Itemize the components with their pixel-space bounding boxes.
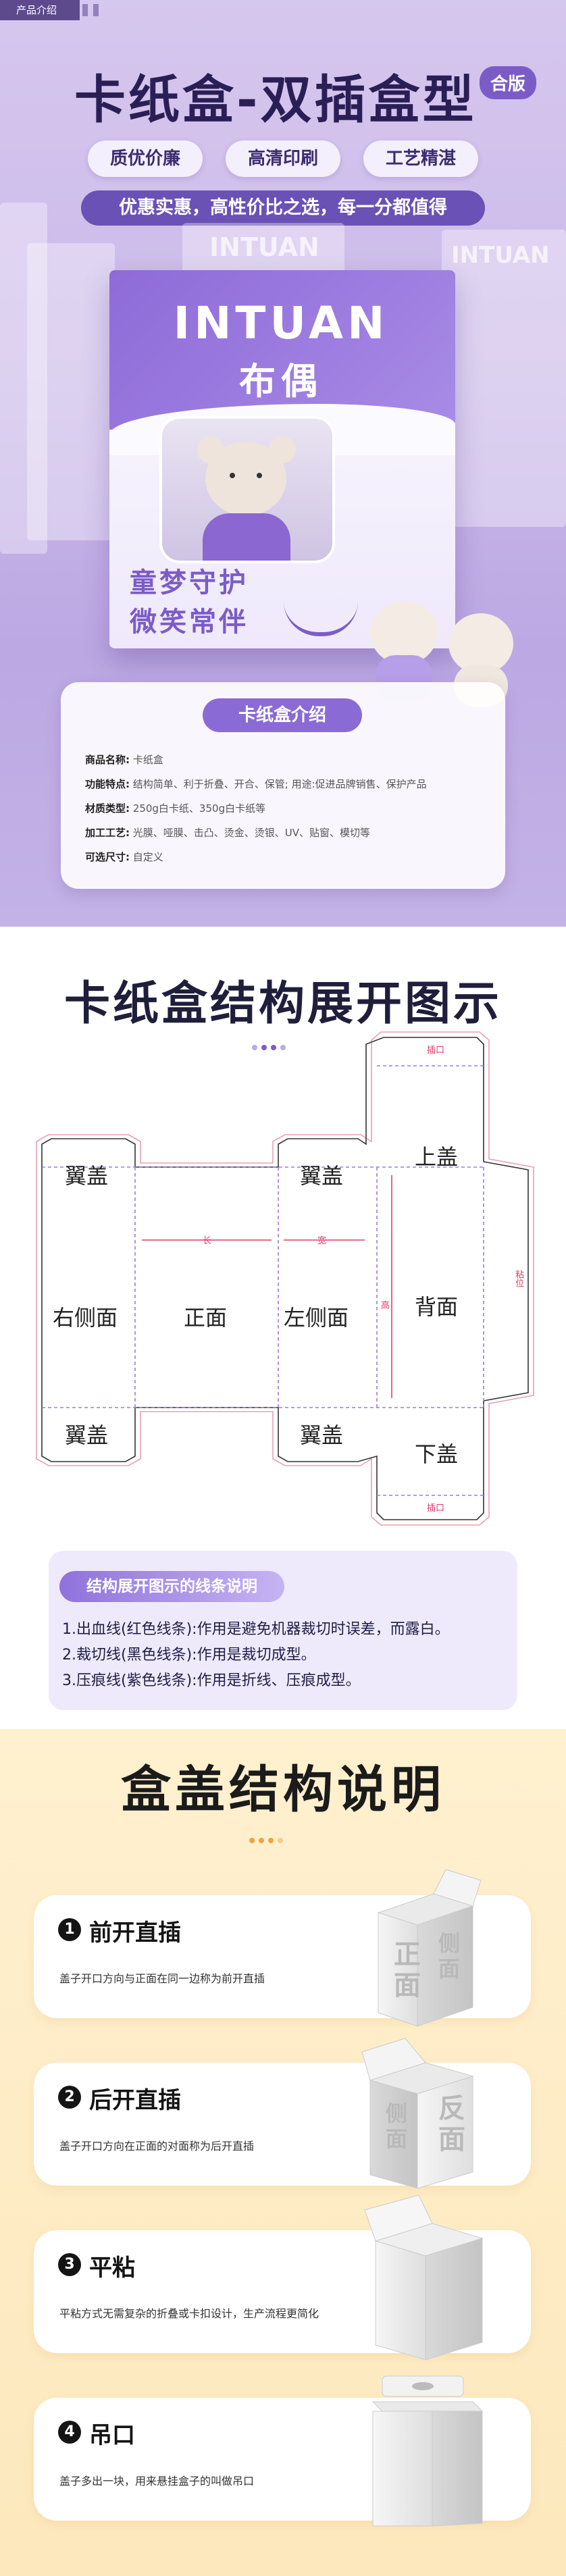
lid-desc: 盖子开口方向在正面的对面称为后开直插 <box>59 2140 255 2153</box>
combo-badge: 合版 <box>480 66 537 99</box>
background-box-text: INTUAN <box>209 232 319 262</box>
box-face-label: 反面 <box>434 2094 465 2156</box>
page-title: 卡纸盒-双插盒型 <box>74 70 477 130</box>
lid-number: 2 <box>58 2086 81 2109</box>
box-brand: INTUAN <box>173 297 389 349</box>
tag-decoration <box>82 4 104 16</box>
panel-back: 背面 <box>415 1294 459 1320</box>
panel-left-side: 左侧面 <box>284 1305 349 1331</box>
title-dots <box>250 1040 304 1050</box>
hero-section: 产品介绍 卡纸盒-双插盒型 合版 质优价廉 高清印刷 工艺精湛 优惠实惠，高性价… <box>0 0 566 927</box>
lid-section-title: 盒盖结构说明 <box>121 1761 445 1819</box>
dim-width: 宽 <box>317 1236 327 1246</box>
feature-pill-2: 高清印刷 <box>226 140 340 177</box>
box-window <box>159 416 335 563</box>
panel-top-lid: 上盖 <box>415 1144 459 1170</box>
background-box <box>27 243 115 540</box>
info-row-material: 材质类型: 250g白卡纸、350g白卡纸等 <box>85 802 266 815</box>
info-row-size: 可选尺寸: 自定义 <box>85 851 163 863</box>
panel-wing-bottom-right: 翼盖 <box>300 1422 344 1448</box>
dim-length: 长 <box>203 1236 212 1246</box>
lid-desc: 盖子开口方向与正面在同一边称为前开直插 <box>59 1972 265 1985</box>
box-brand-cn: 布偶 <box>239 360 323 403</box>
info-row-process: 加工工艺: 光膜、哑膜、击凸、烫金、烫银、UV、贴窗、模切等 <box>85 827 371 839</box>
legend-item-crease: 3.压痕线(紫色线条):作用是折线、压痕成型。 <box>62 1672 361 1689</box>
background-box <box>0 203 47 554</box>
panel-wing-top-right: 翼盖 <box>300 1163 344 1189</box>
bear-ear <box>269 436 296 463</box>
lid-title: 平粘 <box>89 2255 135 2282</box>
section-tag: 产品介绍 <box>0 0 80 20</box>
box-slogan-line-1: 童梦守护 <box>130 567 249 598</box>
title-dots <box>247 1833 301 1843</box>
background-box-text: INTUAN <box>451 242 550 269</box>
background-box: INTUAN <box>442 230 566 527</box>
lid-title: 吊口 <box>89 2422 135 2449</box>
box-illustration-4 <box>371 2375 484 2527</box>
feature-pill-1: 质优价廉 <box>88 140 203 177</box>
panel-front: 正面 <box>184 1305 228 1331</box>
info-row-name: 商品名称: 卡纸盒 <box>85 754 163 766</box>
legend-item-bleed: 1.出血线(红色线条):作用是避免机器裁切时误差，而露白。 <box>62 1621 450 1638</box>
box-face-label: 侧面 <box>382 2102 408 2153</box>
dim-tuck-top: 插口 <box>427 1046 445 1056</box>
lid-desc: 平粘方式无需复杂的折叠或卡扣设计，生产流程更简化 <box>59 2307 319 2320</box>
diagram-title: 卡纸盒结构展开图示 <box>63 977 502 1031</box>
lid-number: 1 <box>58 1918 81 1941</box>
dim-glue: 粘位 <box>513 1270 523 1287</box>
small-bear-head <box>448 613 513 674</box>
info-heading: 卡纸盒介绍 <box>203 698 362 732</box>
legend-heading: 结构展开图示的线条说明 <box>59 1571 284 1602</box>
lid-title: 后开直插 <box>89 2087 181 2114</box>
lid-title: 前开直插 <box>89 1920 181 1947</box>
panel-right-side: 右侧面 <box>53 1305 118 1331</box>
small-bear-head <box>370 601 438 665</box>
legend-item-cut: 2.裁切线(黑色线条):作用是裁切成型。 <box>62 1647 316 1664</box>
feature-pill-3: 工艺精湛 <box>363 140 478 177</box>
smile-decoration <box>284 601 358 636</box>
box-illustration-3 <box>364 2194 484 2361</box>
box-slogan-line-2: 微笑常伴 <box>130 607 249 638</box>
info-row-features: 功能特点: 结构简单、利于折叠、开合、保管; 用途:促进品牌销售、保护产品 <box>85 778 427 790</box>
panel-wing-top-left: 翼盖 <box>65 1163 109 1189</box>
box-face-label: 正面 <box>389 1940 420 2002</box>
lid-number: 4 <box>58 2421 81 2444</box>
lid-illustrations <box>361 1869 484 2527</box>
lid-desc: 盖子多出一块，用来悬挂盒子的叫做吊口 <box>59 2475 255 2488</box>
lid-number: 3 <box>58 2253 81 2276</box>
background-box: INTUAN <box>182 223 344 277</box>
bear-eye <box>230 473 235 478</box>
bear-eye <box>257 473 262 478</box>
dim-tuck-bottom: 插口 <box>427 1503 445 1514</box>
box-face-label: 侧面 <box>435 1932 461 1983</box>
panel-bottom-lid: 下盖 <box>415 1441 459 1467</box>
dieline-diagram <box>36 1031 534 1526</box>
slogan-banner: 优惠实惠，高性价比之选，每一分都值得 <box>81 190 485 226</box>
box-illustration-2 <box>361 2038 474 2189</box>
bear-ear <box>197 436 224 463</box>
box-illustration-1 <box>377 1869 482 2027</box>
panel-wing-bottom-left: 翼盖 <box>65 1422 109 1448</box>
bear-shirt <box>203 513 290 561</box>
dim-height: 高 <box>381 1301 390 1311</box>
